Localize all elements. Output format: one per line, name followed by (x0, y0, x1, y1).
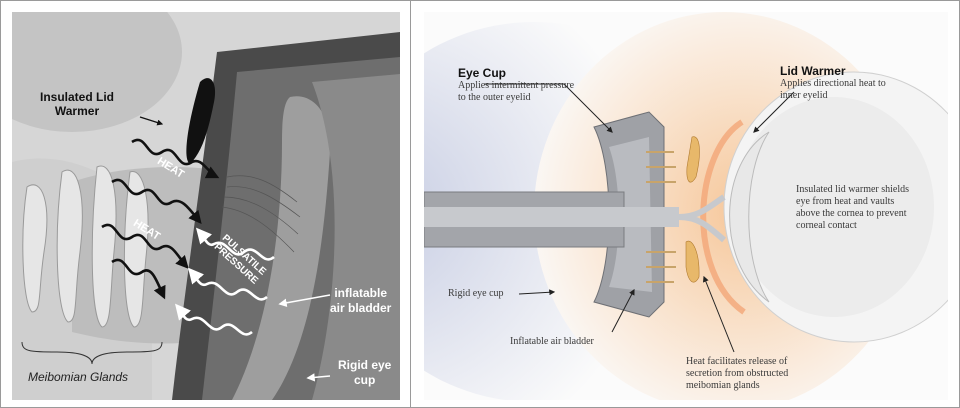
label-lid-warmer-title: Lid Warmer (780, 64, 846, 78)
panel-divider (410, 0, 411, 408)
label-rigid-eye-cup: Rigid eye cup (338, 358, 391, 388)
label-insulated-lid-warmer: Insulated Lid Warmer (40, 90, 114, 118)
label-insulated-shield-description: Insulated lid warmer shields eye from he… (796, 184, 909, 232)
left-illustration-panel: Insulated Lid Warmer HEAT HEAT PULSATILE… (12, 12, 400, 400)
label-heat-release-description: Heat facilitates release of secretion fr… (686, 356, 788, 392)
right-illustration-panel: Eye Cup Applies intermittent pressure to… (424, 12, 948, 400)
label-eye-cup-description: Applies intermittent pressure to the out… (458, 80, 574, 104)
label-rigid-eye-cup: Rigid eye cup (448, 288, 504, 300)
label-meibomian-glands: Meibomian Glands (28, 370, 128, 384)
label-inflatable-air-bladder: Inflatable air bladder (510, 336, 594, 348)
label-lid-warmer-description: Applies directional heat to inner eyelid (780, 78, 886, 102)
label-inflatable-air-bladder: inflatable air bladder (330, 286, 391, 316)
label-eye-cup-title: Eye Cup (458, 66, 506, 80)
lipiflow-crosssection-illustration (12, 12, 400, 400)
